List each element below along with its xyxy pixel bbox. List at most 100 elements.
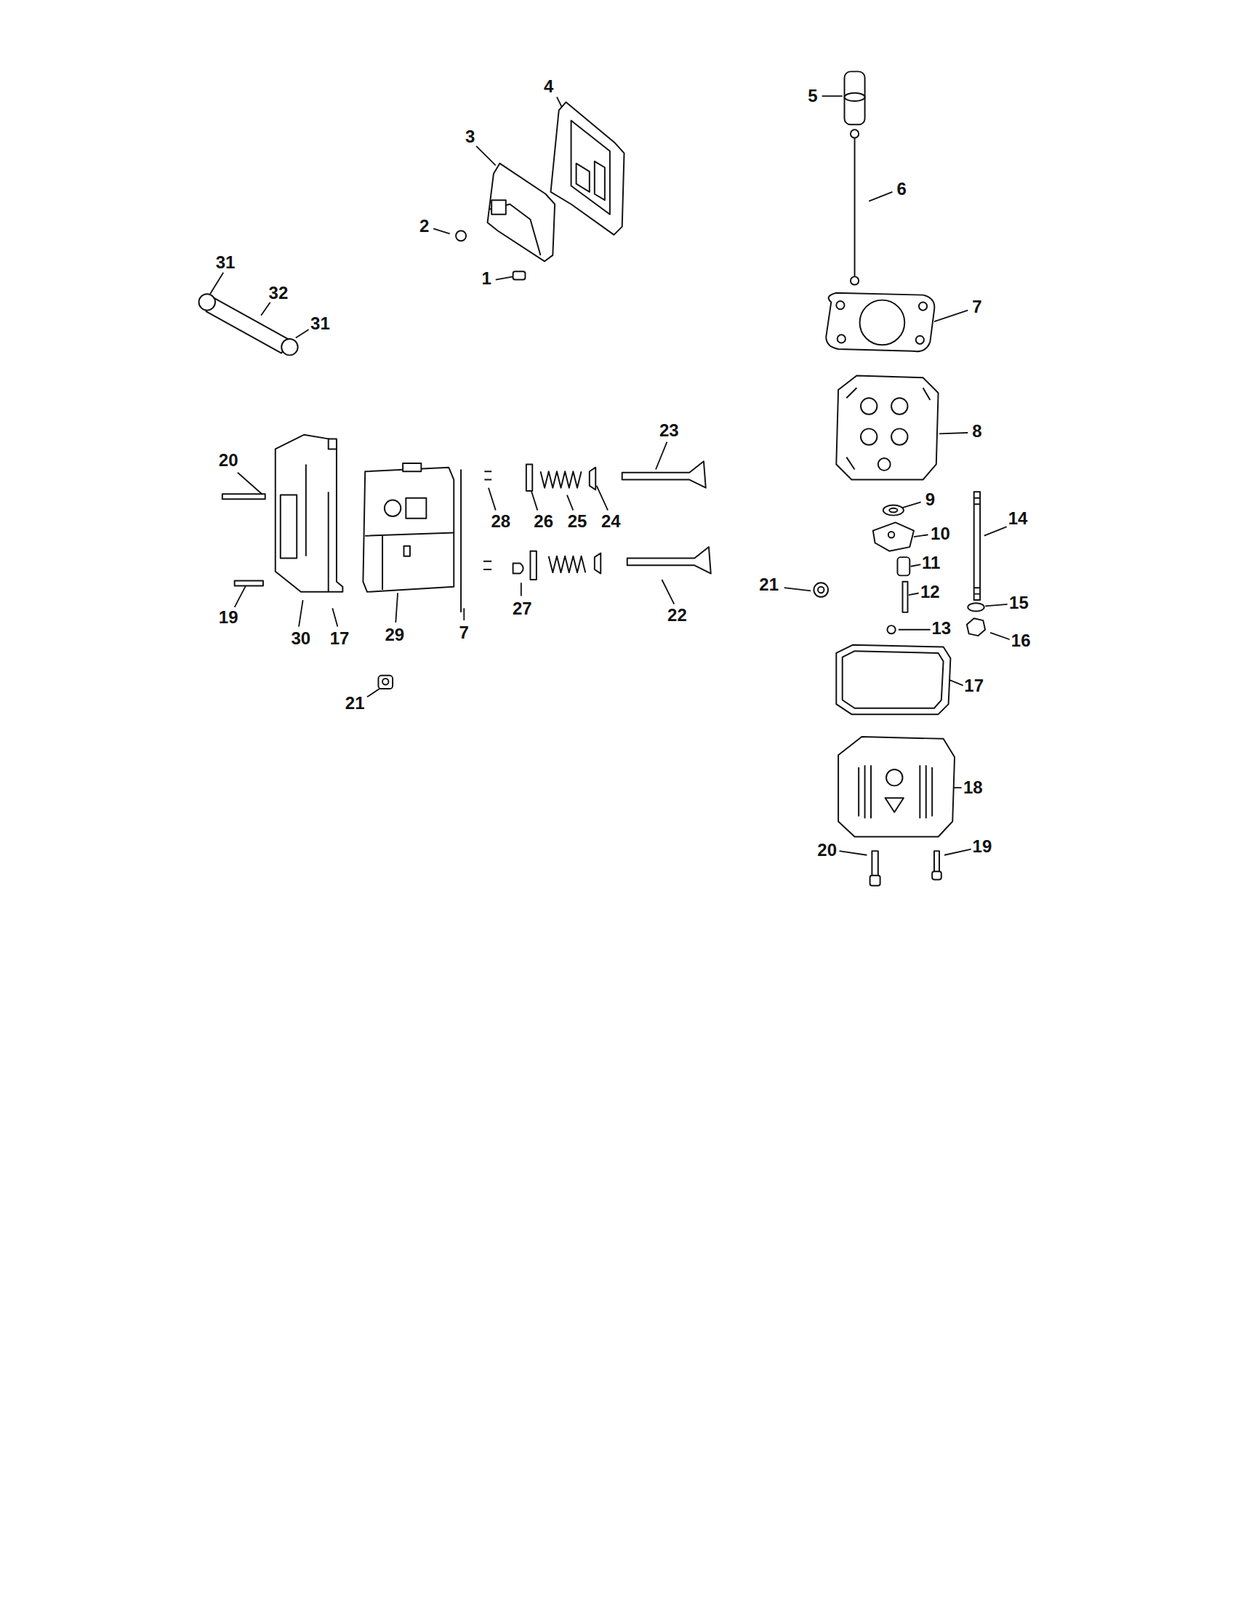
callout-number: 24 xyxy=(599,511,623,530)
gasket xyxy=(327,491,330,592)
shroud xyxy=(275,434,344,592)
bolt xyxy=(871,850,878,877)
long-stud xyxy=(974,497,981,594)
callout-number: 17 xyxy=(328,629,352,648)
valve-cover xyxy=(885,797,904,813)
callout-number: 19 xyxy=(217,607,240,626)
tappet xyxy=(844,71,866,125)
nut xyxy=(817,586,824,593)
shroud xyxy=(280,495,297,559)
nut xyxy=(382,678,389,685)
carburetor xyxy=(404,545,411,557)
washer xyxy=(967,602,984,611)
callout-number: 32 xyxy=(267,283,291,302)
leader-lines xyxy=(210,95,1011,855)
cover-plate xyxy=(491,199,506,215)
callout-number: 25 xyxy=(566,511,589,530)
bolt xyxy=(222,493,266,499)
long-stud xyxy=(974,491,981,600)
callout-number: 27 xyxy=(511,599,534,618)
stud xyxy=(902,581,908,613)
bolt xyxy=(932,870,942,879)
head-gasket xyxy=(918,301,927,310)
cylinder-head xyxy=(860,428,877,445)
callout-number: 20 xyxy=(815,840,839,859)
carburetor xyxy=(402,463,421,472)
nut xyxy=(378,675,393,689)
valve xyxy=(627,546,712,573)
leader-line xyxy=(210,95,1011,855)
cylinder-head xyxy=(891,397,908,414)
valve-spring xyxy=(540,471,581,488)
callout-number: 30 xyxy=(289,629,312,648)
hose xyxy=(205,298,290,354)
valve-cover xyxy=(838,736,955,837)
callout-number: 26 xyxy=(532,511,555,530)
callout-number: 22 xyxy=(665,605,689,624)
callout-number: 12 xyxy=(918,582,942,601)
pushrod xyxy=(854,136,856,278)
gasket xyxy=(571,120,610,215)
callout-number: 16 xyxy=(1009,631,1033,650)
callout-number: 1 xyxy=(479,268,493,288)
cylinder-head xyxy=(878,458,891,471)
valve-cap xyxy=(513,563,524,574)
valve-cover xyxy=(886,769,903,786)
head-gasket xyxy=(837,334,846,343)
shroud xyxy=(328,438,337,449)
nut xyxy=(455,230,467,241)
callout-number: 21 xyxy=(343,693,367,712)
nut xyxy=(966,617,986,636)
head-gasket xyxy=(836,300,845,309)
callout-number: 4 xyxy=(542,77,555,96)
callout-number: 31 xyxy=(308,314,332,333)
callout-number: 18 xyxy=(961,777,985,797)
spring-retainer xyxy=(594,553,601,574)
pushrod xyxy=(850,129,859,138)
rocker-arm xyxy=(873,521,914,551)
bolt xyxy=(234,580,264,586)
callout-number: 10 xyxy=(929,524,952,543)
nut xyxy=(813,582,829,597)
valve-seal xyxy=(529,551,536,580)
callout-number: 5 xyxy=(806,86,819,105)
carburetor xyxy=(362,467,454,592)
rocker-arm xyxy=(888,531,895,538)
carburetor xyxy=(364,532,454,590)
valve-seal xyxy=(526,463,533,491)
hose-clamp xyxy=(199,293,216,310)
callout-number: 9 xyxy=(924,490,937,509)
callout-number: 14 xyxy=(1006,508,1030,528)
bolt xyxy=(513,271,526,280)
gasket xyxy=(551,101,625,235)
callout-number: 6 xyxy=(894,179,908,198)
valve-cover xyxy=(858,764,933,818)
callout-number: 7 xyxy=(458,623,471,642)
callout-number: 13 xyxy=(929,619,953,638)
shroud xyxy=(305,463,307,556)
head-gasket xyxy=(916,335,925,344)
callout-number: 3 xyxy=(463,127,477,146)
callout-number: 28 xyxy=(489,511,512,530)
callout-number: 11 xyxy=(920,553,942,573)
spring-retainer xyxy=(589,467,596,491)
cylinder-head xyxy=(860,397,877,414)
callout-number: 7 xyxy=(970,298,983,317)
cover-gasket xyxy=(842,650,944,709)
carburetor xyxy=(384,500,401,517)
cover-plate xyxy=(487,163,556,262)
head-gasket xyxy=(825,292,935,352)
cylinder-head xyxy=(846,387,930,469)
callout-number: 2 xyxy=(418,217,431,236)
callout-number: 23 xyxy=(657,420,681,440)
head-gasket xyxy=(860,300,906,346)
callout-number: 31 xyxy=(214,252,238,272)
engine-parts xyxy=(199,71,986,885)
callout-number: 29 xyxy=(383,625,407,644)
bolt xyxy=(870,875,881,886)
gasket xyxy=(460,468,462,612)
valve-spring xyxy=(548,556,586,573)
cylinder-head xyxy=(836,375,938,480)
washer xyxy=(883,505,904,516)
